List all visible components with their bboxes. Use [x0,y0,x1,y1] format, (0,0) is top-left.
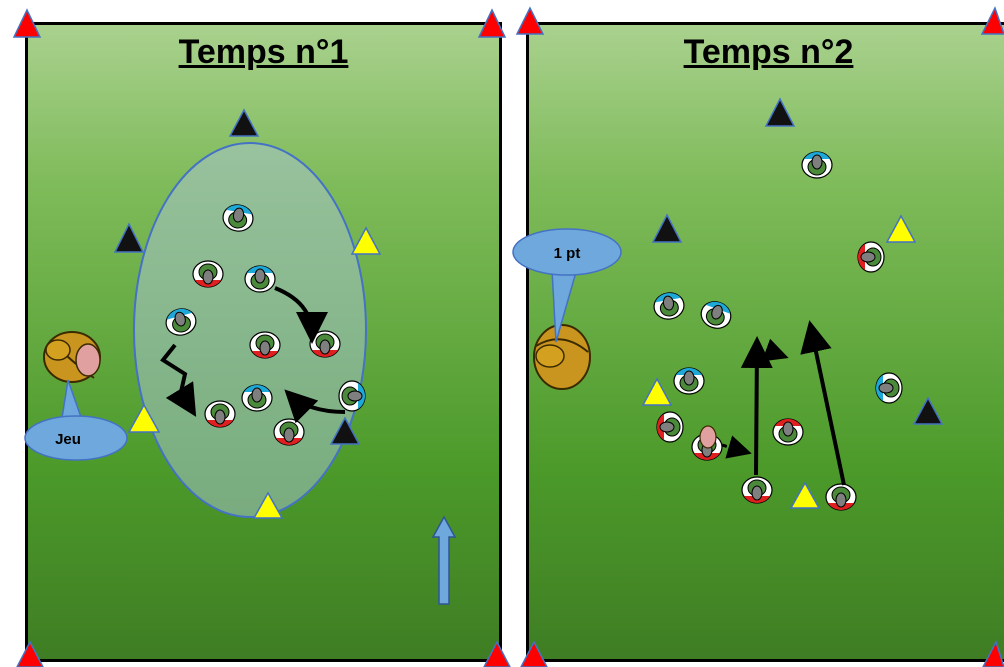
player-blue [696,297,736,333]
panel2-cones [641,97,944,509]
black-cone [912,396,944,425]
bubble-label-jeu: Jeu [55,431,81,448]
panel1-cones [113,108,382,519]
red-cone [477,8,507,38]
red-cone [520,640,548,667]
panel2-arrows [721,320,846,486]
ball-carried [699,425,717,449]
black-cone [329,416,361,445]
red-cone [16,640,44,667]
player-red [772,418,804,446]
red-cone [980,6,1004,35]
player-red [192,260,224,288]
red-cone [515,6,545,35]
player-red [857,241,885,273]
panel1-arrows [160,286,346,424]
player-red [741,476,773,504]
direction-arrow-up [431,515,457,605]
yellow-cone [885,214,917,243]
player-red [309,330,341,358]
black-cone [228,108,260,137]
player-blue [338,380,366,412]
yellow-cone [252,491,284,519]
run-arrow [800,320,846,486]
run-arrow [160,343,197,417]
player-red [273,418,305,446]
player-blue [673,367,705,395]
run-arrow [284,389,346,424]
ball-panel1 [43,331,101,383]
run-arrow [740,336,773,476]
player-red [656,411,684,443]
panel-title-2: Temps n°2 [683,33,854,71]
red-cone [12,8,42,38]
red-cone [982,640,1004,667]
player-blue [244,265,276,293]
player-blue [801,151,833,179]
yellow-cone [641,377,673,406]
speech-bubble-jeu: Jeu [24,379,128,461]
playing-zone [133,142,367,518]
run-arrow [274,286,328,344]
pass-arrow [762,338,789,362]
red-corner-cones [12,6,1004,667]
speech-bubble-1pt: 1 pt [512,228,622,343]
black-cone [113,222,145,253]
bubble-label-1pt: 1 pt [554,245,581,262]
black-cone [764,97,796,127]
yellow-cone [350,226,382,255]
yellow-cone [789,481,821,509]
pass-arrow [721,435,752,459]
player-blue [875,372,903,404]
player-blue [651,289,687,323]
player-red [249,331,281,359]
panel-title-1: Temps n°1 [178,33,349,71]
black-cone [651,213,683,243]
red-cone [483,640,511,667]
yellow-cone [127,403,161,433]
player-blue [241,384,273,412]
ball-panel2 [533,324,591,390]
player-red [204,400,236,428]
player-red [825,483,857,511]
panel2-players [651,151,903,511]
